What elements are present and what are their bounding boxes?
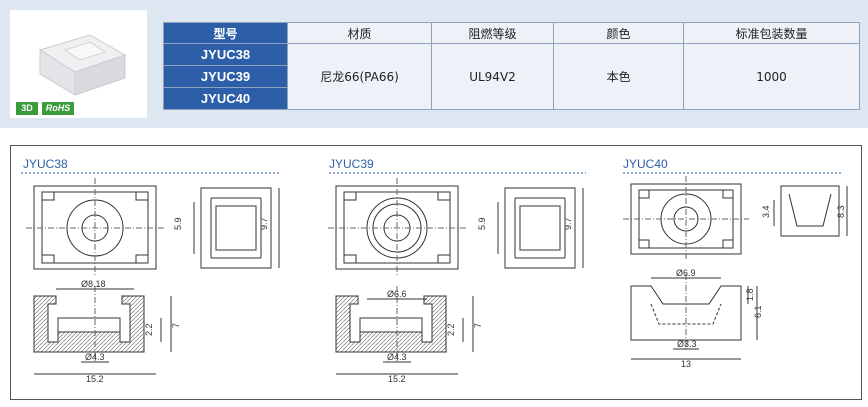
drawing-title-jyuc39: JYUC39 [329,157,374,171]
dim-label: 9.7 [563,217,573,230]
drawing-title-jyuc38: JYUC38 [23,157,68,171]
model-cell: JYUC40 [163,87,288,110]
drawing-jyuc38 [21,172,281,375]
rohs-badge: RoHS [42,102,74,115]
dim-label: 6.1 [753,305,763,318]
model-cell: JYUC38 [163,43,288,66]
dim-label: 1.8 [745,288,755,301]
header-flame: 阻燃等级 [431,22,554,44]
drawing-jyuc39 [328,172,586,375]
model-cell: JYUC39 [163,65,288,88]
dim-label: 2.2 [446,323,456,336]
dim-label: Ø8.18 [81,279,106,289]
table-row: JYUC40 [163,87,860,110]
dim-label: 15.2 [388,374,406,384]
cable-tie-mount-image [38,34,127,96]
drawing-jyuc40 [623,172,848,360]
dim-label: 13 [681,359,691,369]
dim-label: 15.2 [86,374,104,384]
dim-label: 2.2 [144,323,154,336]
dim-label: Ø6.9 [676,268,696,278]
spec-table: 型号 材质 阻燃等级 颜色 标准包装数量 JYUC38 尼龙66(PA66) U… [163,22,860,110]
header-pack: 标准包装数量 [683,22,860,44]
dim-label: Ø3.3 [677,339,697,349]
dim-label: Ø4.3 [85,352,105,362]
dim-label: 5.9 [173,217,183,230]
dim-label: Ø6.6 [387,289,407,299]
dim-label: 3.4 [761,205,771,218]
color-cell: 本色 [553,43,684,110]
material-cell: 尼龙66(PA66) [287,43,432,110]
dim-label: Ø4.3 [387,352,407,362]
product-thumbnail: 3D RoHS [10,10,147,118]
dim-label: 5.9 [477,217,487,230]
drawing-title-jyuc40: JYUC40 [623,157,668,171]
table-header-row: 型号 材质 阻燃等级 颜色 标准包装数量 [163,22,860,44]
3d-badge: 3D [16,102,38,115]
header-color: 颜色 [553,22,684,44]
dim-label: 9.7 [259,217,269,230]
dim-label: 8.3 [836,205,846,218]
header-material: 材质 [287,22,432,44]
dim-label: 7 [171,323,181,328]
flame-cell: UL94V2 [431,43,554,110]
table-row: JYUC38 尼龙66(PA66) UL94V2 本色 1000 [163,43,860,110]
dim-label: 7 [473,323,483,328]
header-model: 型号 [163,22,288,44]
technical-drawings: 5.9 9.7 Ø8.18 2.2 7 Ø4.3 15.2 5.9 9.7 Ø6… [21,172,848,384]
technical-drawing-frame: 5.9 9.7 Ø8.18 2.2 7 Ø4.3 15.2 5.9 9.7 Ø6… [10,145,862,400]
pack-cell: 1000 [683,43,860,110]
